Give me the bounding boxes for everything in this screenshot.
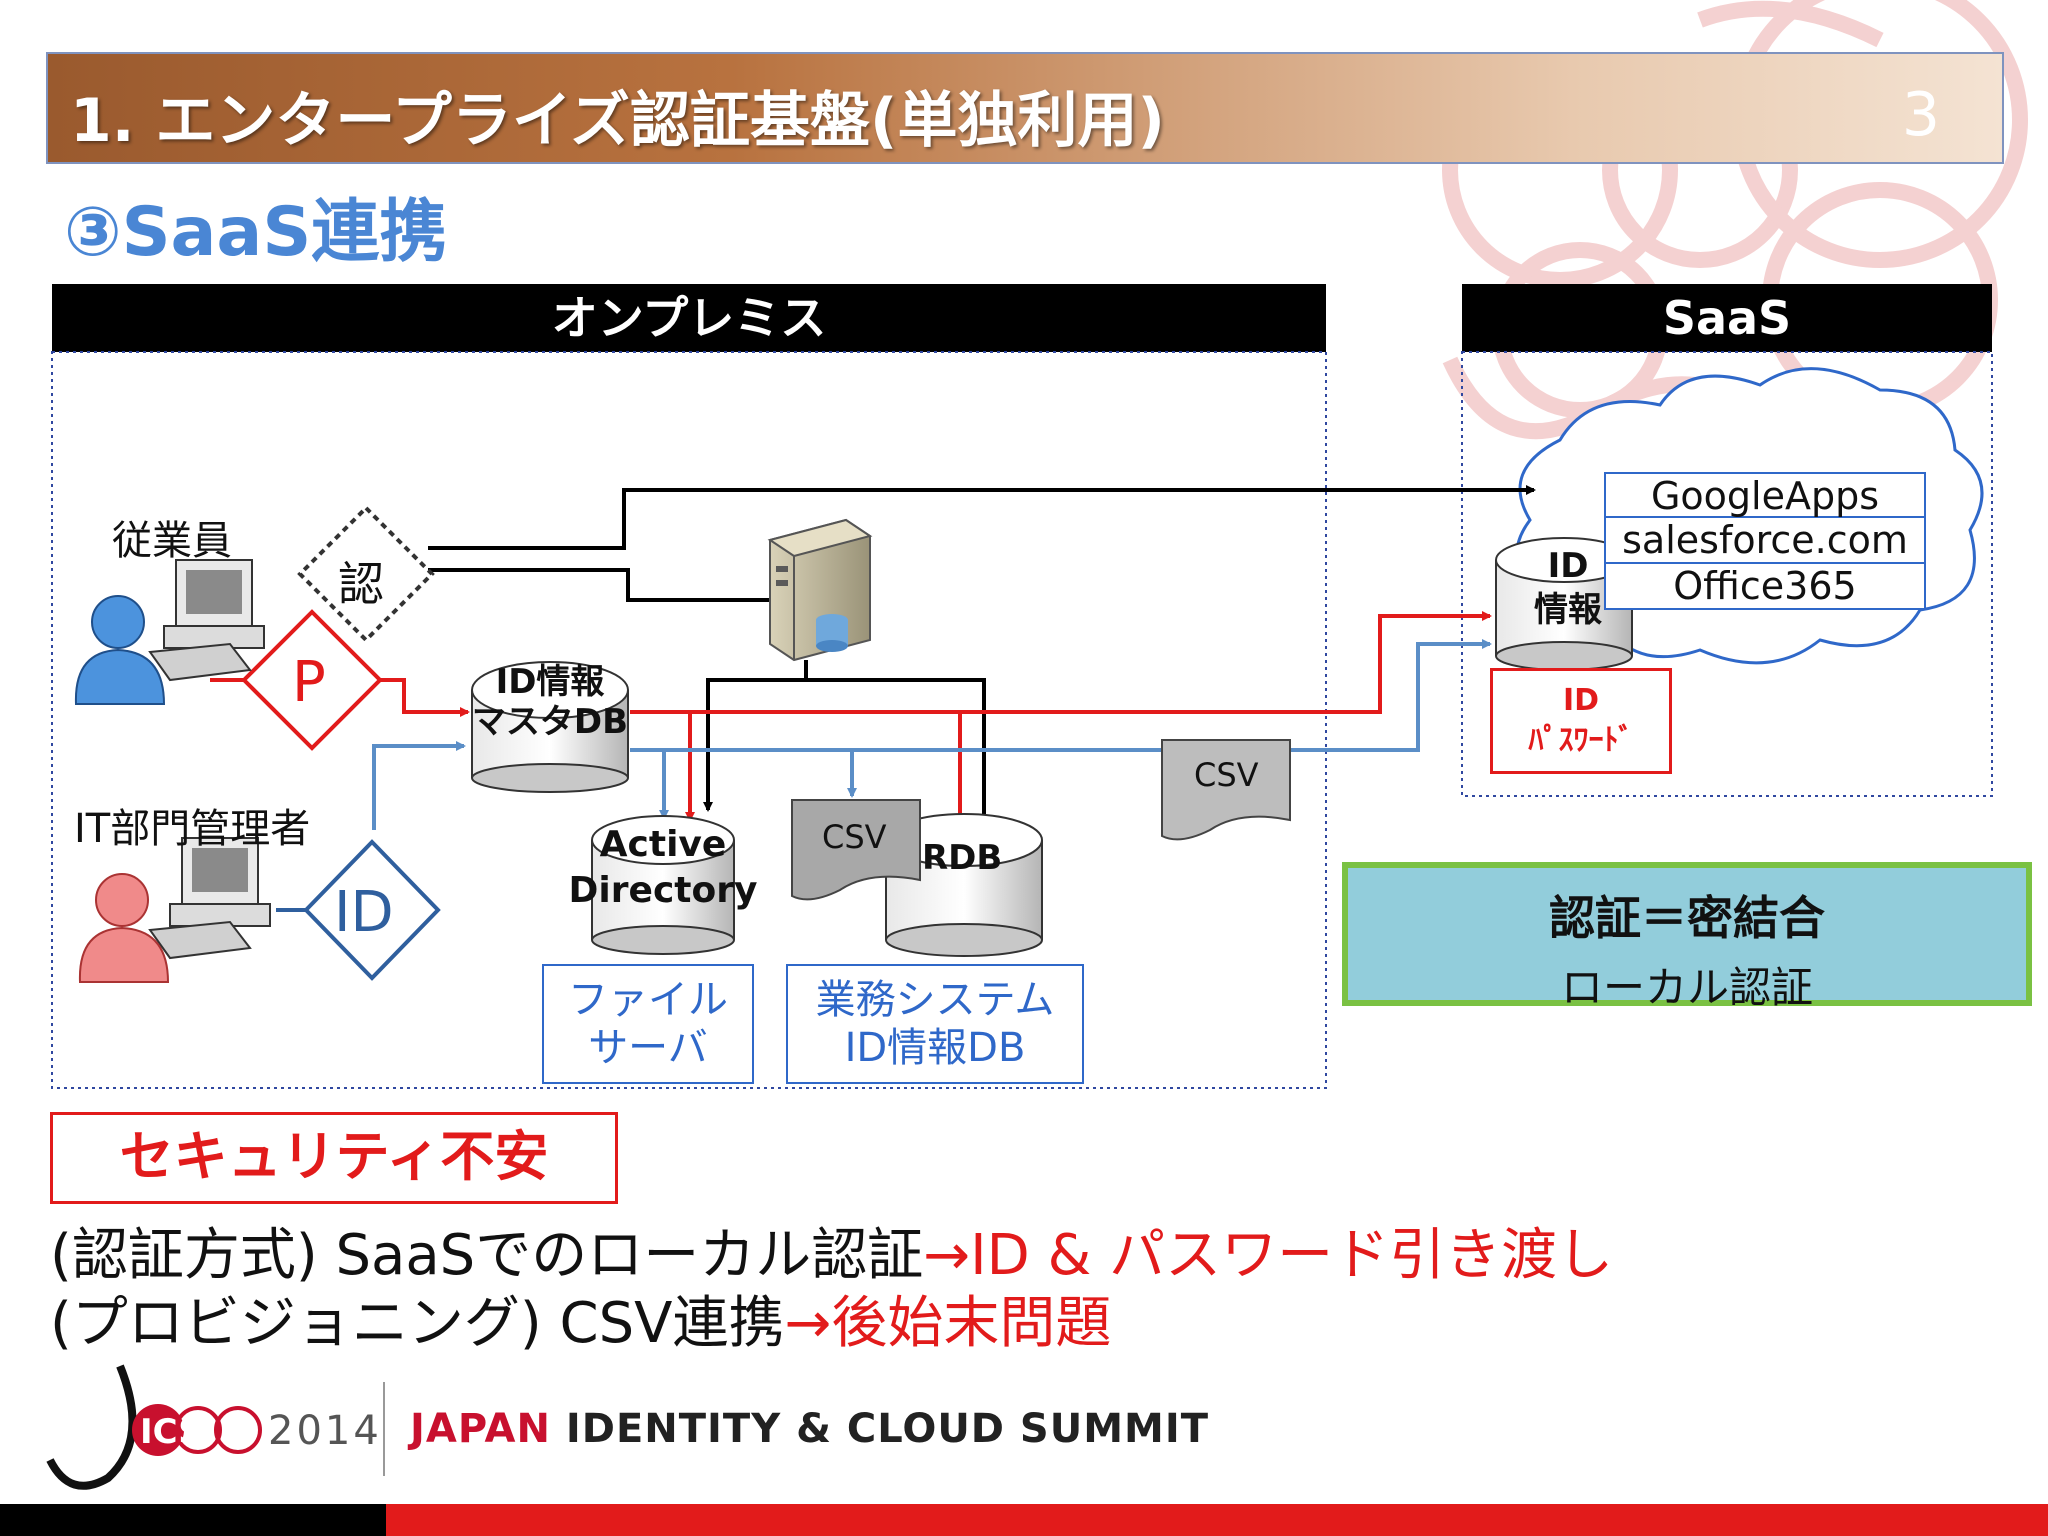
saas-id-info-label: ID 情報: [1534, 546, 1602, 630]
saas-app-list: GoogleApps salesforce.com Office365: [1604, 472, 1926, 610]
employee-label: 従業員: [112, 518, 232, 564]
saas-frame: [1461, 351, 1993, 797]
onpremise-frame: [51, 351, 1327, 1089]
admin-person-icon: [78, 873, 170, 983]
summit-name: JAPAN IDENTITY & CLOUD SUMMIT: [410, 1406, 1209, 1452]
slide-subtitle: ③SaaS連携: [64, 193, 448, 272]
flow-csv-to-saas: [630, 639, 1492, 752]
saas-app-salesforce: salesforce.com: [1604, 518, 1926, 564]
flow-id-to-master: [372, 741, 466, 830]
description-provisioning-suffix: →後始末問題: [784, 1291, 1112, 1356]
password-diamond: [241, 609, 383, 751]
security-warning-box: セキュリティ不安: [50, 1112, 618, 1204]
page-number: 3: [1901, 80, 1940, 150]
summit-name-part2: IDENTITY & CLOUD SUMMIT: [565, 1406, 1209, 1452]
description-auth-suffix: →ID & パスワード引き渡し: [923, 1223, 1614, 1288]
onpremise-header: オンプレミス: [52, 284, 1326, 352]
footer-bar-red: [386, 1504, 2048, 1536]
file-server-label: ファイル サーバ: [542, 964, 754, 1084]
id-master-db-cylinder: [471, 661, 629, 793]
id-password-box: ID ﾊﾟｽﾜｰﾄﾞ: [1490, 668, 1672, 774]
admin-computer-icon: [148, 837, 271, 960]
id-master-db-label: ID情報 マスタDB: [471, 662, 629, 742]
slide-title: 1. エンタープライズ認証基盤(単独利用): [70, 86, 1165, 156]
auth-summary-line1: 認証＝密結合: [1549, 891, 1825, 945]
description-provisioning-prefix: (プロビジョニング) CSV連携: [50, 1291, 785, 1356]
csv-document-left: [791, 799, 921, 901]
description-auth: (認証方式) SaaSでのローカル認証→ID & パスワード引き渡し: [50, 1210, 1613, 1291]
logo-text: ICS: [140, 1412, 203, 1452]
flow-password-to-master: [378, 678, 470, 717]
rdb-label: RDB: [922, 838, 1003, 878]
title-bar: 1. エンタープライズ認証基盤(単独利用) 3: [46, 52, 2004, 164]
logo-year: 2014: [268, 1408, 382, 1454]
auth-server-icon: [767, 518, 873, 662]
flow-server-to-ad: [703, 660, 808, 812]
employee-person-icon: [74, 595, 166, 705]
auth-summary-line2: ローカル認証: [1560, 963, 1813, 1012]
flow-password-to-saas: [630, 611, 1492, 714]
flow-auth-to-saas: [428, 485, 1536, 550]
id-symbol: ID: [334, 880, 394, 945]
flow-auth-to-server: [428, 568, 792, 605]
summit-name-part1: JAPAN: [410, 1406, 551, 1452]
id-diamond: [303, 839, 441, 981]
active-directory-cylinder: [591, 815, 735, 955]
jics-logo-mark: [46, 1364, 385, 1490]
employee-computer-icon: [148, 559, 265, 682]
description-provisioning: (プロビジョニング) CSV連携→後始末問題: [50, 1278, 1111, 1359]
csv-right-label: CSV: [1194, 756, 1259, 794]
csv-document-right: [1161, 739, 1291, 841]
flow-server-to-rdb: [806, 678, 989, 832]
rdb-cylinder: [885, 813, 1043, 957]
saas-header: SaaS: [1462, 284, 1992, 352]
auth-summary-box: 認証＝密結合 ローカル認証: [1342, 862, 2032, 1012]
business-system-db-label: 業務システム ID情報DB: [786, 964, 1084, 1084]
description-auth-prefix: (認証方式) SaaSでのローカル認証: [50, 1223, 924, 1288]
saas-app-googleapps: GoogleApps: [1604, 472, 1926, 518]
csv-left-label: CSV: [822, 818, 887, 856]
auth-diamond: [297, 505, 435, 643]
it-admin-label: IT部門管理者: [74, 806, 311, 852]
password-symbol: P: [292, 650, 326, 715]
saas-app-office365: Office365: [1604, 564, 1926, 610]
active-directory-label: Active Directory: [568, 824, 758, 911]
footer-bar-black: [0, 1504, 386, 1536]
auth-symbol: 認: [338, 557, 384, 611]
